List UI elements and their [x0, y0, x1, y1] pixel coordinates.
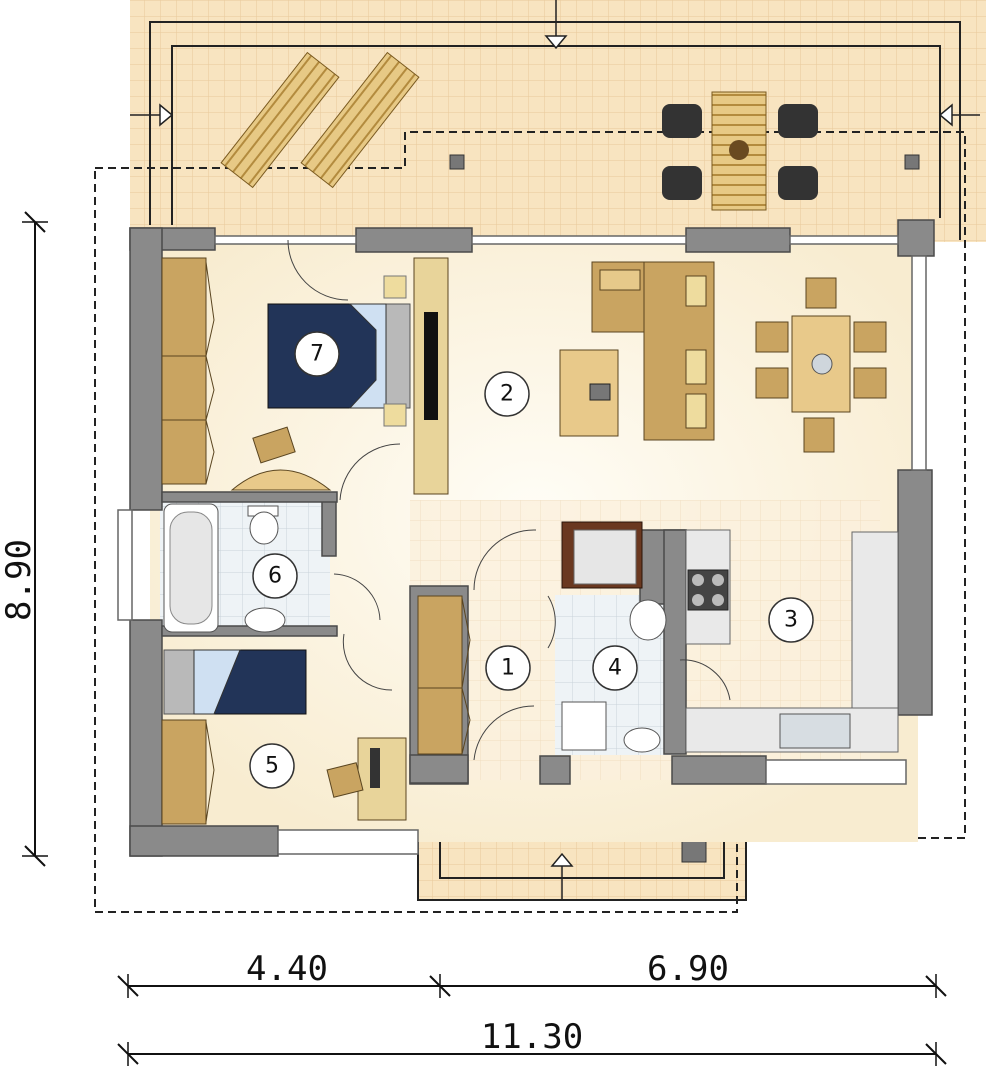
room-label-2: 2 — [484, 371, 530, 417]
sofa — [591, 261, 715, 441]
wardrobe-hall — [417, 595, 471, 755]
room-number: 4 — [608, 656, 622, 681]
windows — [117, 235, 927, 855]
kitchen-counter — [685, 529, 899, 753]
doors — [287, 239, 731, 761]
coffee-table — [559, 349, 619, 437]
room-number: 6 — [268, 564, 282, 589]
terrace-dining-set — [662, 91, 818, 211]
dimension-height: 8.90 — [0, 211, 48, 867]
room-label-7: 7 — [294, 331, 340, 377]
toilet-bathroom-6 — [247, 505, 279, 545]
room-label-4: 4 — [592, 645, 638, 691]
dimension-left-label: 4.40 — [246, 949, 328, 989]
wardrobe-bedroom-5 — [161, 719, 215, 825]
fireplace — [561, 521, 643, 589]
room-label-3: 3 — [768, 597, 814, 643]
tv-unit-bedroom-7 — [413, 257, 449, 495]
room-label-5: 5 — [249, 743, 295, 789]
room-number: 7 — [310, 342, 324, 367]
sink-bathroom-6 — [244, 607, 286, 633]
dimension-height-label: 8.90 — [0, 539, 39, 621]
room-label-1: 1 — [485, 645, 531, 691]
roof-outline — [94, 131, 966, 913]
room-label-6: 6 — [252, 553, 298, 599]
dimension-widths: 4.40 6.90 — [117, 949, 947, 998]
room-number: 2 — [500, 382, 514, 407]
wc-fixtures — [561, 599, 667, 753]
dimension-total-label: 11.30 — [481, 1017, 583, 1057]
room-number: 1 — [501, 656, 515, 681]
sun-lounger-1 — [220, 51, 340, 189]
dimension-total: 11.30 — [117, 1017, 947, 1066]
room-number: 3 — [784, 608, 798, 633]
wardrobe-bedroom-7 — [161, 257, 215, 485]
dimension-right-label: 6.90 — [647, 949, 729, 989]
desk-bedroom-7 — [230, 426, 332, 491]
sun-lounger-2 — [300, 51, 420, 189]
desk-bedroom-5 — [326, 737, 407, 821]
bathtub — [163, 503, 219, 633]
bed-bedroom-5 — [163, 649, 307, 715]
room-number: 5 — [265, 754, 279, 779]
dining-table — [755, 277, 887, 453]
